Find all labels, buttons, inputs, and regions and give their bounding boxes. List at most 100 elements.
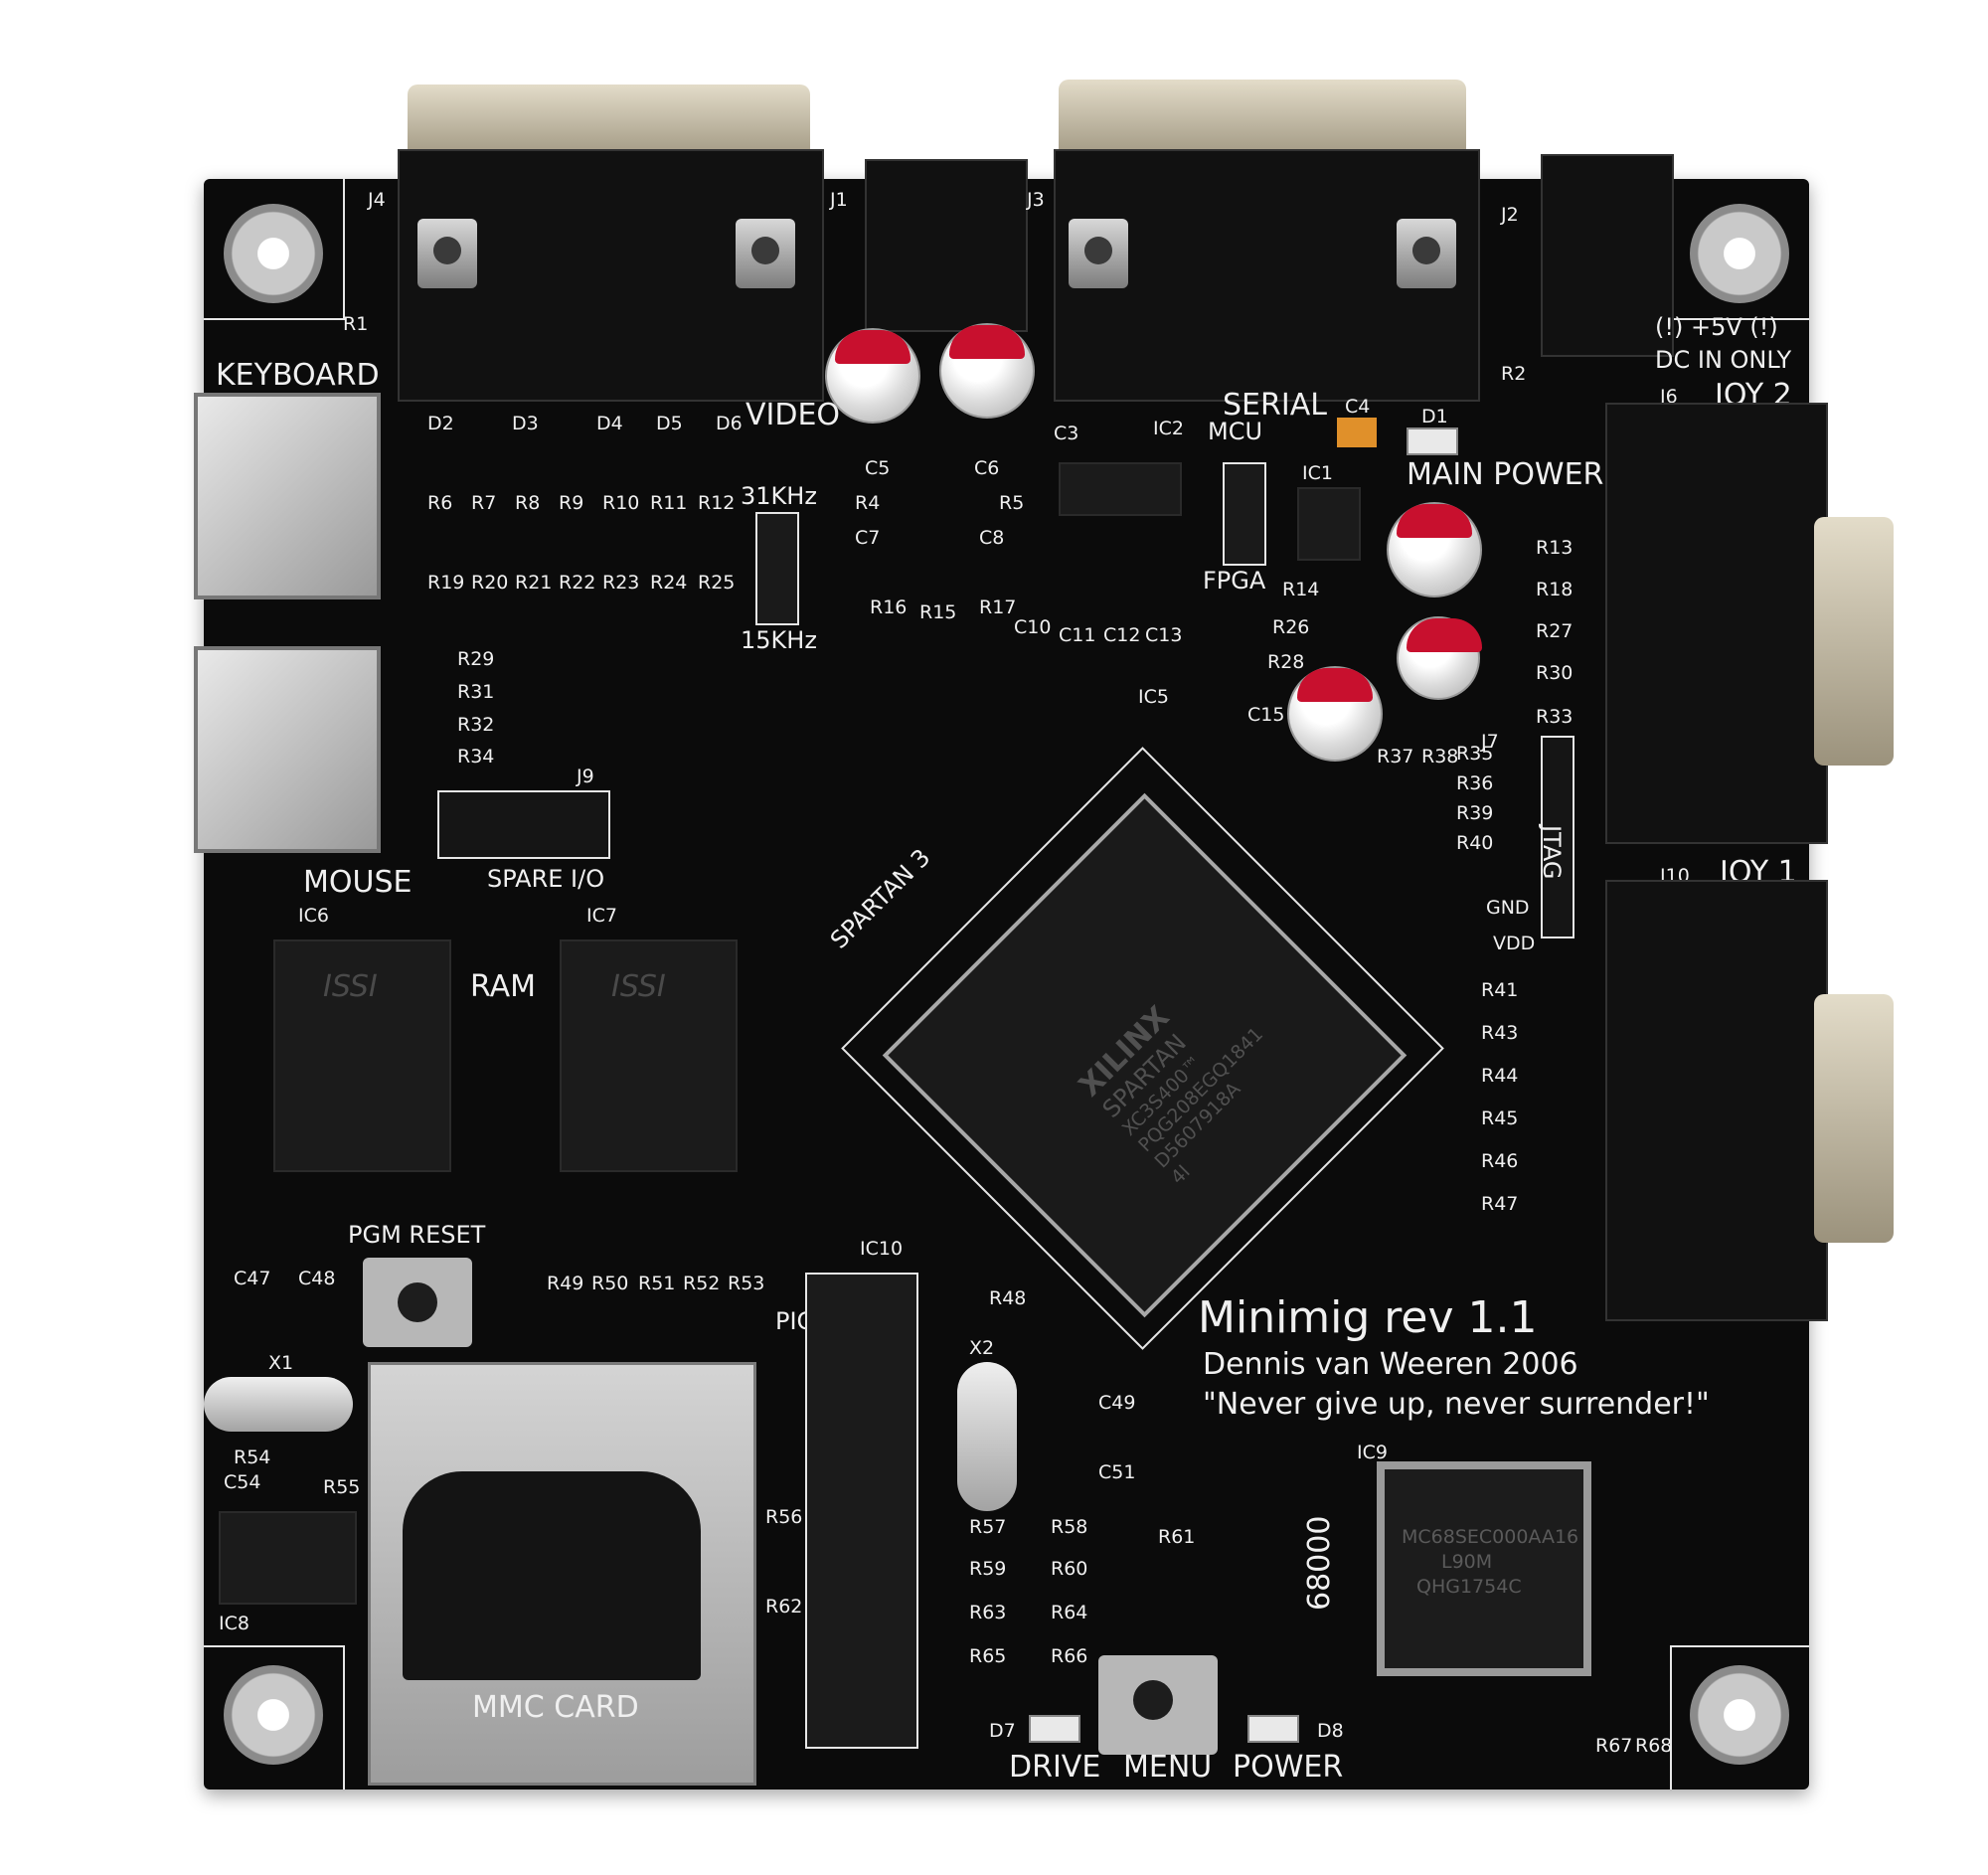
r17-label: R17 [979,597,1017,618]
mounting-hole-bottom-left [224,1665,323,1765]
res-r11: R11 [650,492,688,514]
r38-label: R38 [1421,746,1459,767]
menu-label: MENU [1123,1750,1213,1785]
capacitor-c15 [1287,666,1383,762]
d8-label: D8 [1317,1720,1344,1742]
hole-outline-bl [204,1645,345,1790]
res-r19: R19 [427,572,465,594]
vdd-label: VDD [1493,933,1536,954]
c4-label: C4 [1345,396,1371,418]
res-r9: R9 [559,492,584,514]
keyboard-label: KEYBOARD [216,358,380,393]
joystick-2-port[interactable] [1605,403,1828,844]
res-r51: R51 [638,1273,676,1294]
ic8-chip [219,1511,357,1605]
serial-dsub-screw-left [1069,219,1128,288]
ram-brand-ic7: ISSI [611,969,666,1004]
res-r47: R47 [1481,1193,1519,1215]
mcu-fpga-jumper[interactable] [1223,462,1266,566]
res-r53: R53 [728,1273,765,1294]
r48-label: R48 [989,1287,1027,1309]
power-led [1247,1715,1299,1743]
j3-label: J3 [1027,189,1045,211]
drive-led [1029,1715,1080,1743]
m68000-label: 68000 [1302,1515,1337,1611]
res-r12: R12 [698,492,736,514]
right-resistor-column: R13 R18 R27 R30 R33 R35 R36 R39 R40 [1456,502,1625,900]
res-r58: R58 [1051,1516,1088,1538]
mouse-ps2-port[interactable] [194,646,381,853]
power-label: POWER [1233,1750,1344,1785]
caps-row: C10 C11 C12 C13 [1014,616,1182,646]
r68-label: R68 [1635,1735,1673,1757]
c13-label: C13 [1145,624,1183,646]
c7-label: C7 [855,527,881,549]
diode-label-d2: D2 [427,413,454,434]
jtag-header[interactable] [1541,736,1574,938]
spare-io-header[interactable] [437,790,610,859]
cpu-sub: L90M [1441,1551,1493,1573]
video-label: VIDEO [746,398,841,432]
drive-label: DRIVE [1009,1750,1101,1785]
board-title: Minimig rev 1.1 [1198,1292,1538,1343]
r2-label: R2 [1501,363,1527,385]
pgm-reset-label: PGM RESET [348,1221,486,1249]
r16-label: R16 [870,597,908,618]
res-r23: R23 [602,572,640,594]
ram-chip-ic7 [560,939,738,1172]
res-r50: R50 [591,1273,629,1294]
joystick-1-port[interactable] [1605,880,1828,1321]
video-dsub-screw-left [417,219,477,288]
main-power-led [1407,427,1458,455]
res-r39: R39 [1456,802,1494,824]
video-frequency-jumper[interactable] [755,512,799,625]
mc68sec000-cpu [1377,1461,1591,1676]
spartan3-label: SPARTAN 3 [825,843,936,954]
res-r30: R30 [1536,662,1574,684]
r56-label: R56 [765,1506,803,1528]
keyboard-ps2-port[interactable] [194,393,381,599]
res-r59: R59 [969,1558,1007,1580]
r54-label: R54 [234,1447,271,1468]
diode-label-d5: D5 [656,413,683,434]
ram-brand-ic6: ISSI [323,969,378,1004]
power-warning-label: (!) +5V (!) [1655,313,1778,341]
capacitor-video-left [825,328,920,424]
x2-label: X2 [969,1337,995,1359]
r61-label: R61 [1158,1526,1196,1548]
31khz-label: 31KHz [741,482,817,510]
dc-power-jack[interactable] [1541,154,1674,357]
res-r22: R22 [559,572,596,594]
menu-button[interactable] [1098,1655,1218,1755]
r1-label: R1 [343,313,369,335]
res-r27: R27 [1536,620,1574,642]
res-r66: R66 [1051,1645,1088,1667]
ic5-label: IC5 [1138,686,1169,708]
r28-label: R28 [1267,651,1305,673]
serial-label: SERIAL [1223,388,1327,423]
pgm-reset-button[interactable] [363,1258,472,1347]
res-r24: R24 [650,572,688,594]
res-r64: R64 [1051,1602,1088,1623]
ic6-label: IC6 [298,905,329,927]
audio-jack[interactable] [865,159,1028,332]
diode-label-d6: D6 [716,413,743,434]
c8-label: C8 [979,527,1005,549]
capacitor-power-2 [1397,616,1482,700]
ram-chip-ic6 [273,939,451,1172]
resistor-row-2: R19 R20 R21 R22 R23 R24 R25 [427,572,755,611]
r32-label: R32 [457,714,495,736]
resistor-row-1: R6 R7 R8 R9 R10 R11 R12 [427,492,755,532]
res-r49: R49 [547,1273,584,1294]
hole-outline-br [1670,1645,1809,1790]
res-r40: R40 [1456,832,1494,854]
res-r60: R60 [1051,1558,1088,1580]
main-power-label: MAIN POWER [1407,457,1604,492]
minimig-pcb: J4 VIDEO J1 J3 SERIAL J2 (!) +5V (!) DC … [194,80,1894,1790]
crystal-x2 [957,1362,1017,1511]
gnd-label: GND [1486,897,1530,919]
d7-label: D7 [989,1720,1016,1742]
r5-label: R5 [999,492,1025,514]
res-r63: R63 [969,1602,1007,1623]
hole-outline-tl [204,179,345,320]
